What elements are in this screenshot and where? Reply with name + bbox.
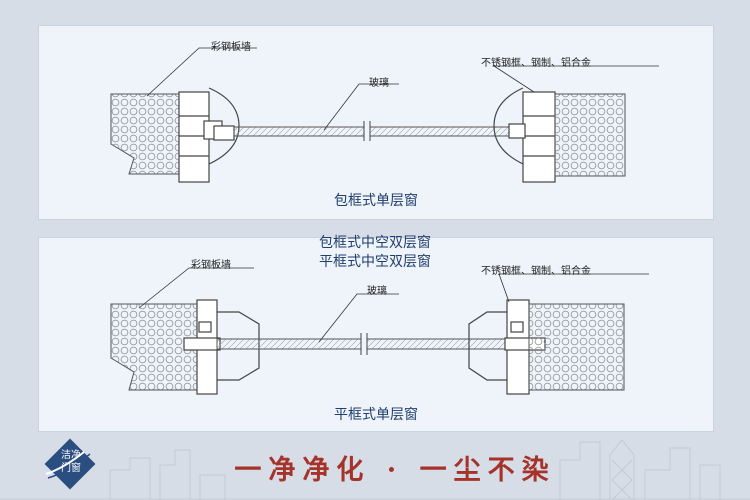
overlay-title-wrapped-double: 包框式中空双层窗 xyxy=(319,235,431,251)
right-wall-panel xyxy=(554,93,626,177)
brand-logo-icon xyxy=(44,438,96,490)
glass-pane xyxy=(233,126,515,137)
left-window-frame xyxy=(183,299,260,395)
panel-caption: 包框式单层窗 xyxy=(334,193,418,209)
glass-label: 玻璃 xyxy=(369,78,389,89)
frame-leader-line xyxy=(498,273,649,303)
flat-frame-window-drawing xyxy=(110,267,649,395)
wall-label: 彩钢板墙 xyxy=(191,260,231,271)
wall-leader-line xyxy=(146,47,257,97)
frame-label: 不锈钢框、钢制、铝合金 xyxy=(481,266,591,277)
city-skyline-decoration xyxy=(0,439,750,500)
wrapped-frame-window-drawing xyxy=(110,47,659,183)
left-wall-panel xyxy=(110,93,180,175)
frame-leader-line xyxy=(492,65,659,93)
overlay-title-flat-double: 平框式中空双层窗 xyxy=(319,254,431,270)
logo-line-1: 洁净 xyxy=(61,450,81,461)
glass-leader-line xyxy=(318,293,399,343)
frame-label: 不锈钢框、钢制、铝合金 xyxy=(481,58,591,69)
left-window-frame xyxy=(178,87,240,183)
glass-label: 玻璃 xyxy=(367,286,387,297)
logo-line-2: 门窗 xyxy=(61,463,81,474)
diagram-panel-wrapped-frame: 彩钢板墙 玻璃 不锈钢框、钢制、铝合金 包框式单层窗 xyxy=(38,25,714,220)
wall-leader-line xyxy=(138,267,254,309)
right-wall-panel xyxy=(528,303,625,391)
diagram-panel-flat-frame: 彩钢板墙 玻璃 不锈钢框、钢制、铝合金 平框式单层窗 xyxy=(38,237,714,432)
brand-logo-text: 洁净 门窗 xyxy=(57,449,85,475)
panel-caption: 平框式单层窗 xyxy=(334,407,418,423)
glass-leader-line xyxy=(323,83,399,131)
slogan: 一净净化 · 一尘不染 xyxy=(234,455,556,486)
wall-label: 彩钢板墙 xyxy=(211,42,251,53)
